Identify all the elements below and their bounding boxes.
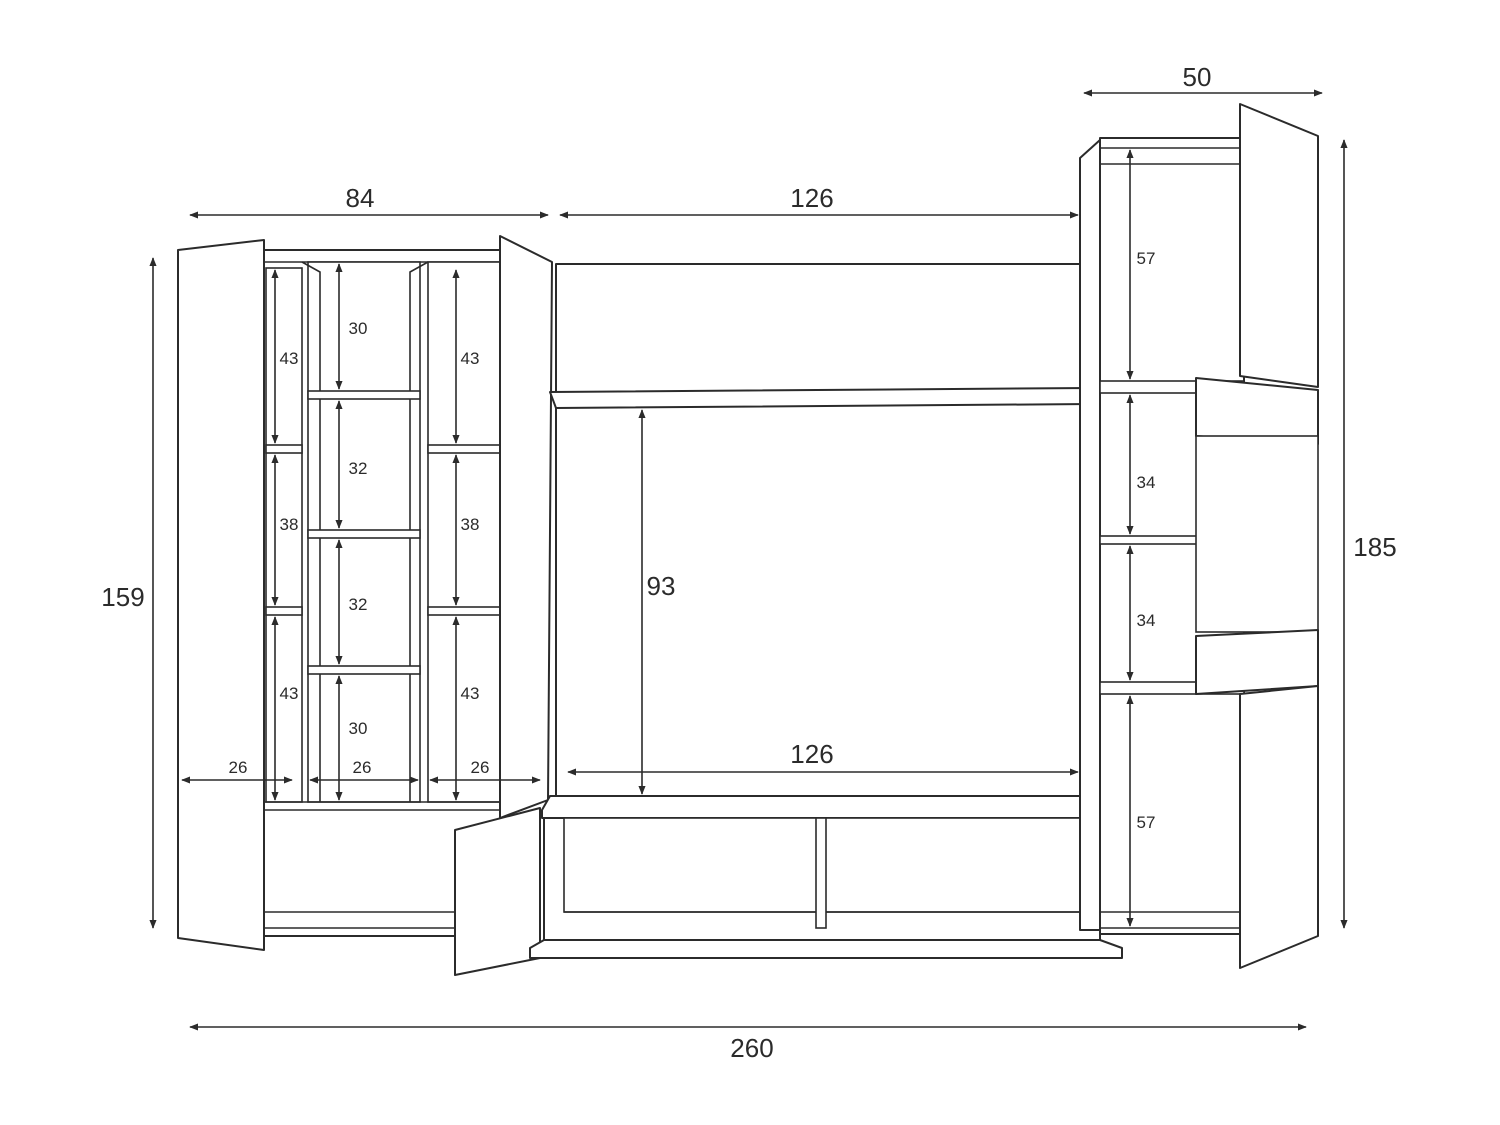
label-right-col-mid: 38 xyxy=(461,515,480,534)
label-right-col-top: 43 xyxy=(461,349,480,368)
tall-glass-door xyxy=(1195,435,1319,633)
tv-base-divider xyxy=(815,817,827,929)
label-mid-col-4: 30 xyxy=(349,719,368,738)
label-top-left-width: 84 xyxy=(346,183,375,213)
left-cabinet xyxy=(177,235,553,976)
label-right-col-bottom: 43 xyxy=(461,684,480,703)
label-left-col-bottom: 43 xyxy=(280,684,299,703)
dimension-lines xyxy=(149,89,1348,1031)
tv-back-panel xyxy=(555,263,1081,813)
tall-glass-frame-top xyxy=(1195,377,1319,445)
label-tall-bottom: 57 xyxy=(1137,813,1156,832)
left-glass-door-right xyxy=(499,235,553,819)
label-top-center-width: 126 xyxy=(790,183,833,213)
tall-bottom-door xyxy=(1239,685,1319,969)
tall-glass-frame-bottom xyxy=(1195,629,1319,695)
label-tv-width: 126 xyxy=(790,739,833,769)
label-mid-col-3: 32 xyxy=(349,595,368,614)
label-right-height: 185 xyxy=(1353,532,1396,562)
label-left-col-mid: 38 xyxy=(280,515,299,534)
tall-top-door xyxy=(1239,103,1319,388)
label-tall-top: 57 xyxy=(1137,249,1156,268)
label-top-right-width: 50 xyxy=(1183,62,1212,92)
label-total-width: 260 xyxy=(730,1033,773,1063)
left-bottom-door xyxy=(454,807,541,976)
label-tall-mid-1: 34 xyxy=(1137,473,1156,492)
tall-cabinet-side xyxy=(1079,139,1101,931)
label-depth-left: 26 xyxy=(229,758,248,777)
label-depth-mid: 26 xyxy=(353,758,372,777)
label-tv-height: 93 xyxy=(647,571,676,601)
label-left-col-top: 43 xyxy=(280,349,299,368)
label-depth-right: 26 xyxy=(471,758,490,777)
label-mid-col-1: 30 xyxy=(349,319,368,338)
dimension-labels: 84 126 50 159 185 260 93 126 43 38 43 30… xyxy=(101,62,1396,1063)
label-tall-mid-2: 34 xyxy=(1137,611,1156,630)
tv-base-plinth xyxy=(529,939,1123,959)
label-left-height: 159 xyxy=(101,582,144,612)
tv-unit xyxy=(529,263,1123,959)
left-glass-door-left xyxy=(177,239,265,951)
tv-top-shelf xyxy=(549,387,1093,409)
tall-right-cabinet xyxy=(1079,103,1319,969)
tv-base-top xyxy=(541,795,1105,819)
label-mid-col-2: 32 xyxy=(349,459,368,478)
